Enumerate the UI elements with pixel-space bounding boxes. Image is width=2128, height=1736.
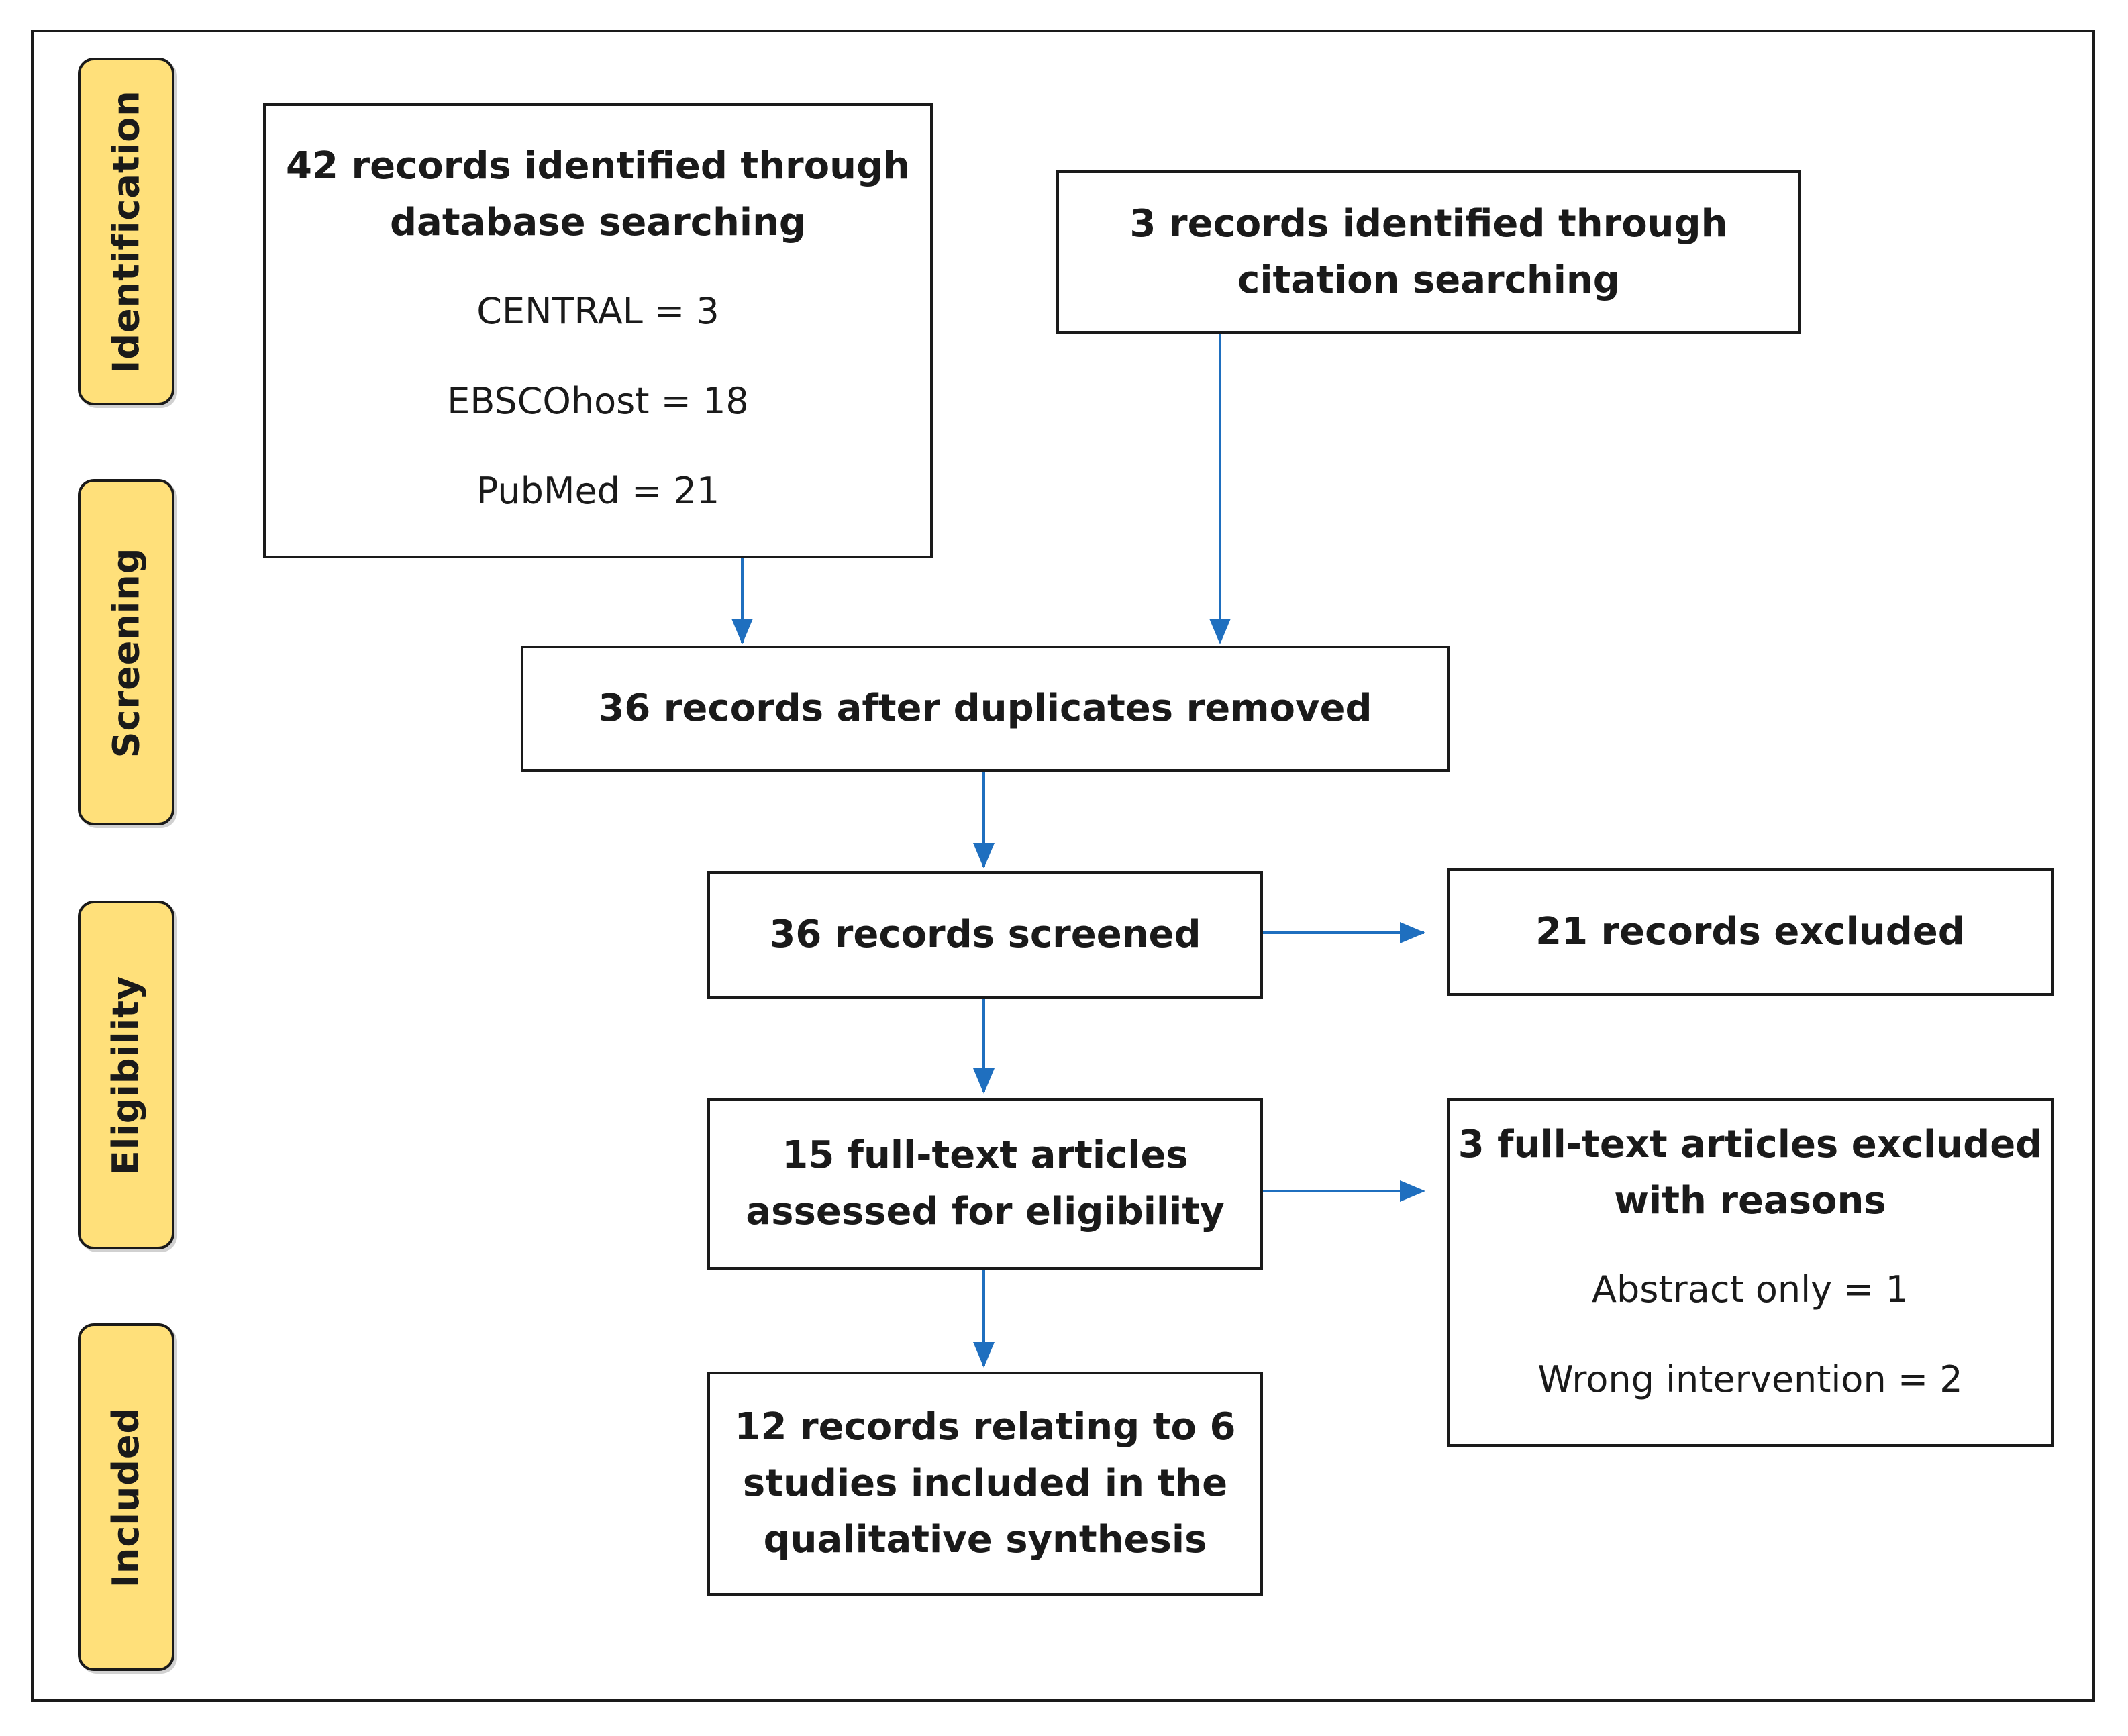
abstract-only-count: Abstract only = 1 <box>1592 1268 1909 1311</box>
citation-search-line2: citation searching <box>1237 258 1620 302</box>
excluded-text: 21 records excluded <box>1535 910 1965 954</box>
database-search-box: 42 records identified through database s… <box>263 103 933 558</box>
included-line3: qualitative synthesis <box>763 1518 1207 1562</box>
wrong-intervention-count: Wrong intervention = 2 <box>1537 1358 1963 1400</box>
arrowhead-included <box>973 1342 995 1368</box>
after-duplicates-text: 36 records after duplicates removed <box>598 686 1372 730</box>
arrowhead-database <box>731 619 753 644</box>
full-text-excluded-line2: with reasons <box>1614 1179 1886 1223</box>
after-duplicates-box: 36 records after duplicates removed <box>521 646 1450 772</box>
arrowhead-fulltext <box>973 1068 995 1094</box>
arrowhead-citation <box>1209 619 1231 644</box>
full-text-line2: assessed for eligibility <box>746 1190 1225 1233</box>
stage-screening: Screening <box>78 479 174 825</box>
screened-text: 36 records screened <box>769 913 1201 956</box>
full-text-line1: 15 full-text articles <box>782 1133 1188 1177</box>
full-text-box: 15 full-text articles assessed for eligi… <box>707 1098 1263 1270</box>
full-text-excluded-box: 3 full-text articles excluded with reaso… <box>1447 1098 2054 1447</box>
citation-search-box: 3 records identified through citation se… <box>1056 170 1801 334</box>
database-search-line1: 42 records identified through <box>286 144 910 188</box>
included-box: 12 records relating to 6 studies include… <box>707 1372 1263 1596</box>
excluded-box: 21 records excluded <box>1447 868 2054 996</box>
included-line2: studies included in the <box>742 1462 1228 1505</box>
arrowhead-excluded <box>1400 922 1425 943</box>
arrowhead-fulltext-excluded <box>1400 1180 1425 1202</box>
database-search-line2: database searching <box>389 201 807 244</box>
full-text-excluded-line1: 3 full-text articles excluded <box>1458 1123 2043 1166</box>
pubmed-count: PubMed = 21 <box>476 470 720 512</box>
central-count: CENTRAL = 3 <box>476 290 719 332</box>
ebsco-count: EBSCOhost = 18 <box>447 380 749 422</box>
stage-identification: Identification <box>78 58 174 405</box>
citation-search-line1: 3 records identified through <box>1129 202 1728 246</box>
diagram-frame <box>31 30 2095 1702</box>
screened-box: 36 records screened <box>707 871 1263 999</box>
included-line1: 12 records relating to 6 <box>734 1405 1236 1449</box>
stage-included: Included <box>78 1323 174 1671</box>
arrowhead-screened <box>973 843 995 868</box>
stage-eligibility: Eligibility <box>78 901 174 1249</box>
